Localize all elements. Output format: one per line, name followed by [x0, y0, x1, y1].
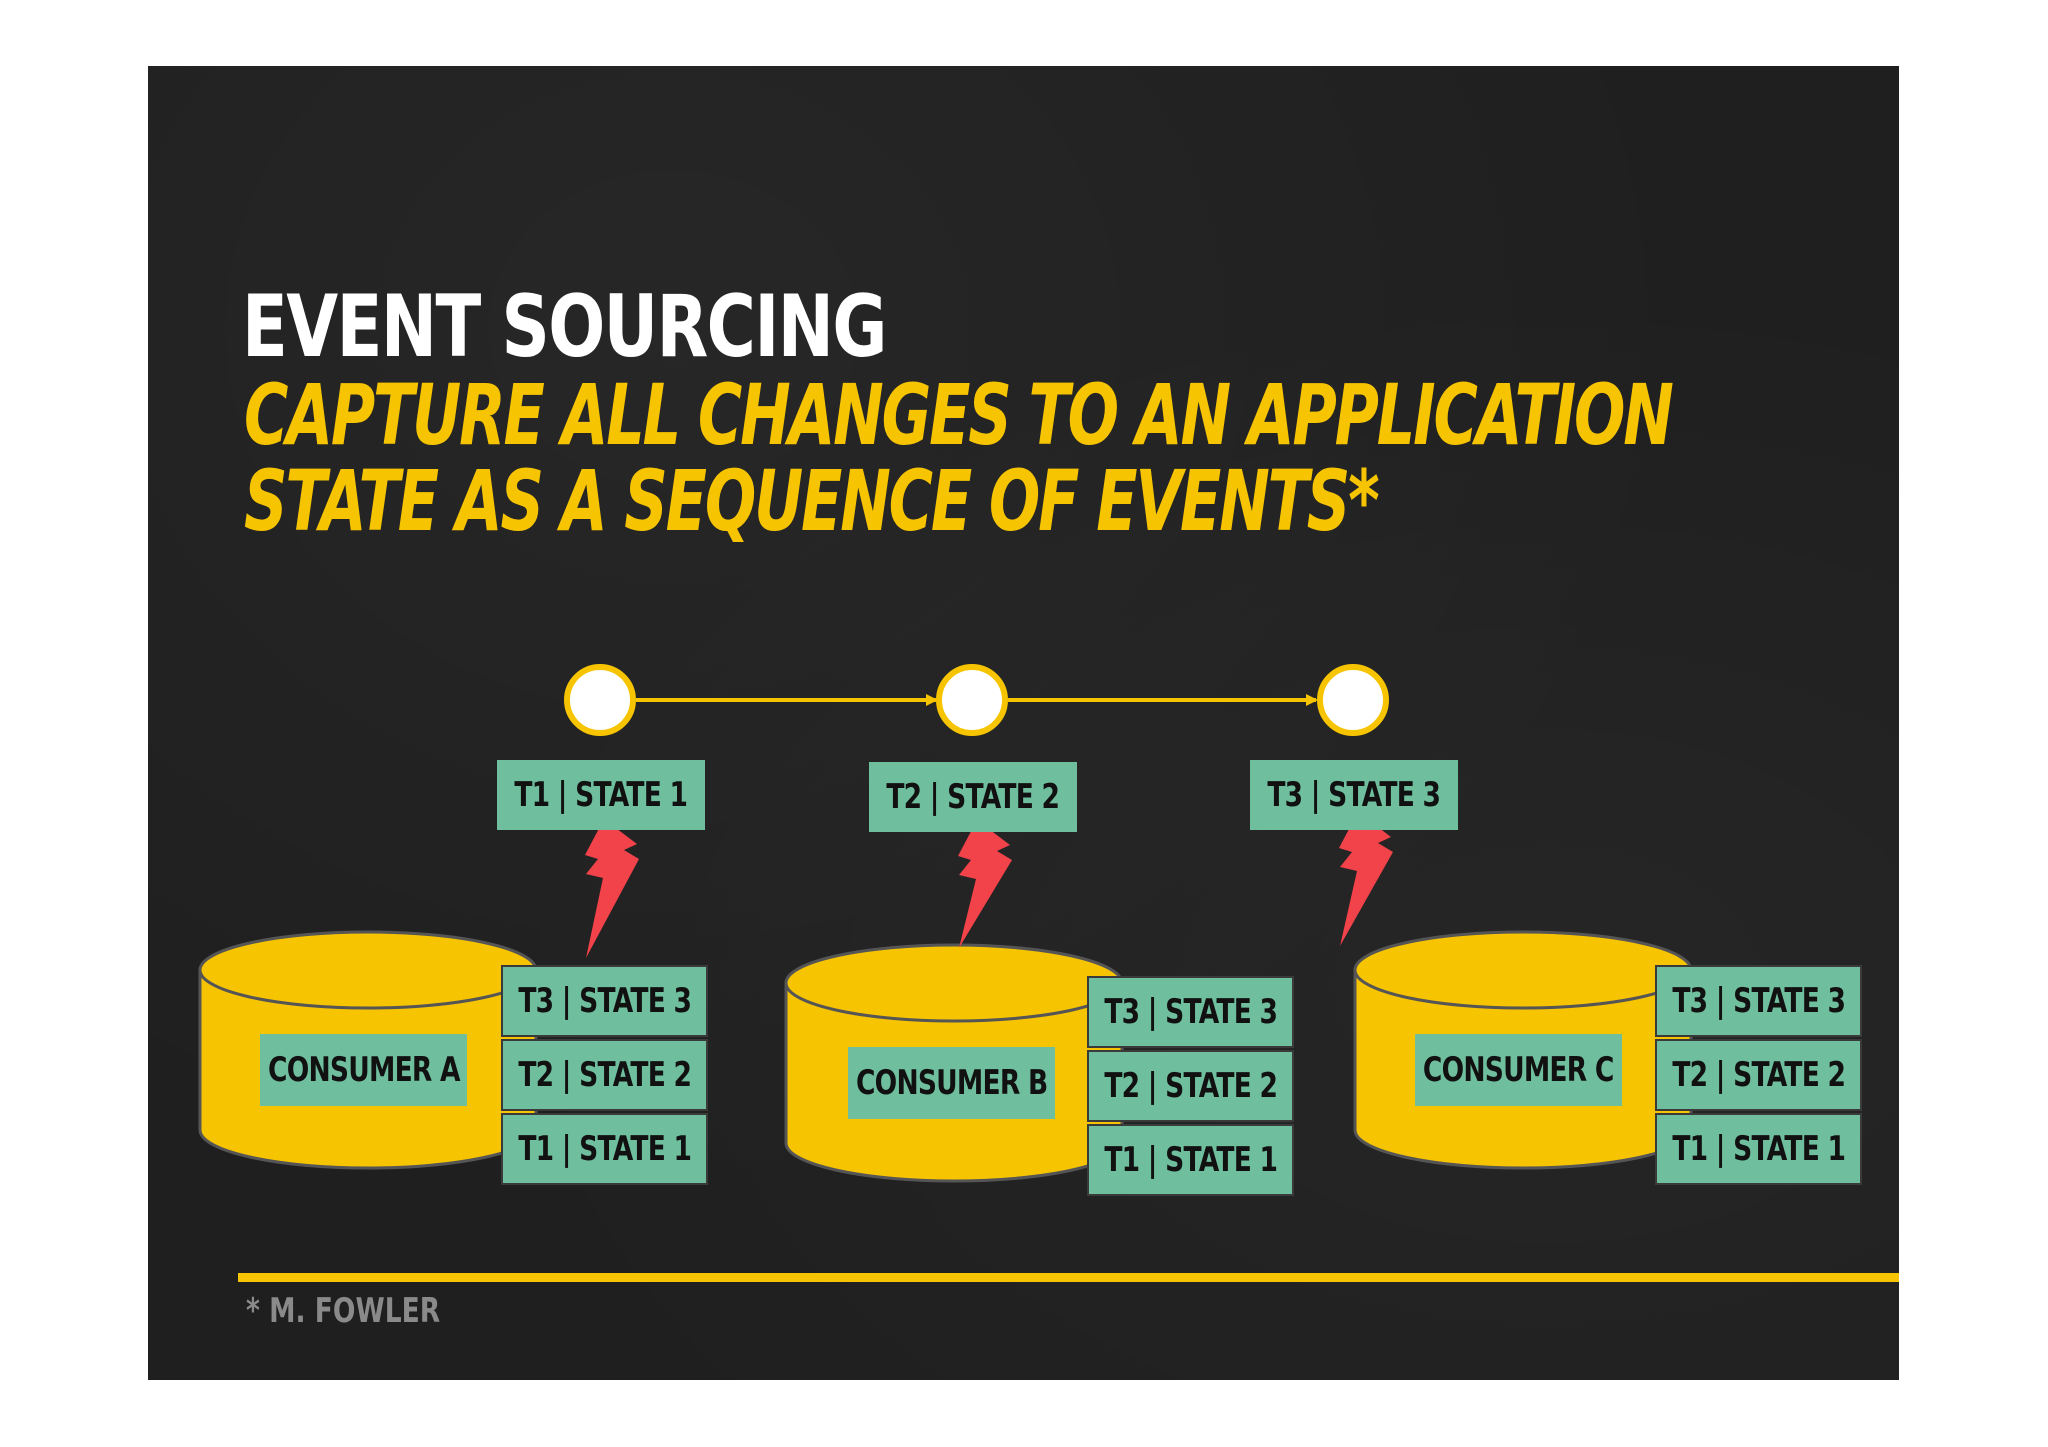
- timeline-node-1: [564, 664, 636, 736]
- subtitle-line-2: STATE AS A SEQUENCE OF EVENTS*: [244, 452, 1380, 550]
- subtitle-line-1: CAPTURE ALL CHANGES TO AN APPLICATION: [244, 366, 1674, 464]
- consumer-a-stack-item: T1 | STATE 1: [501, 1113, 708, 1185]
- consumer-a-label: CONSUMER A: [260, 1034, 467, 1106]
- consumer-b-label: CONSUMER B: [848, 1047, 1055, 1119]
- consumer-c-label: CONSUMER C: [1415, 1034, 1622, 1106]
- footer-divider: [238, 1273, 1899, 1282]
- lightning-bolt-icon: [1339, 812, 1393, 946]
- consumer-c-stack-item: T2 | STATE 2: [1655, 1039, 1862, 1111]
- consumer-c-stack-item: T3 | STATE 3: [1655, 965, 1862, 1037]
- footnote-citation: * M. FOWLER: [246, 1291, 441, 1331]
- consumer-a-stack-item: T2 | STATE 2: [501, 1039, 708, 1111]
- consumer-c-stack-item: T1 | STATE 1: [1655, 1113, 1862, 1185]
- timeline-node-3: [1317, 664, 1389, 736]
- event-label-2: T2 | STATE 2: [869, 762, 1077, 832]
- consumer-b-stack-item: T3 | STATE 3: [1087, 976, 1294, 1048]
- slide-title: EVENT SOURCING: [242, 277, 887, 377]
- event-label-1: T1 | STATE 1: [497, 760, 705, 830]
- lightning-bolt-icon: [958, 820, 1012, 948]
- slide-subtitle: CAPTURE ALL CHANGES TO AN APPLICATION ST…: [244, 366, 1674, 550]
- event-label-3: T3 | STATE 3: [1250, 760, 1458, 830]
- consumer-b-stack-item: T1 | STATE 1: [1087, 1124, 1294, 1196]
- lightning-bolt-icon: [585, 819, 639, 958]
- consumer-b-stack-item: T2 | STATE 2: [1087, 1050, 1294, 1122]
- consumer-a-stack-item: T3 | STATE 3: [501, 965, 708, 1037]
- timeline-node-2: [936, 664, 1008, 736]
